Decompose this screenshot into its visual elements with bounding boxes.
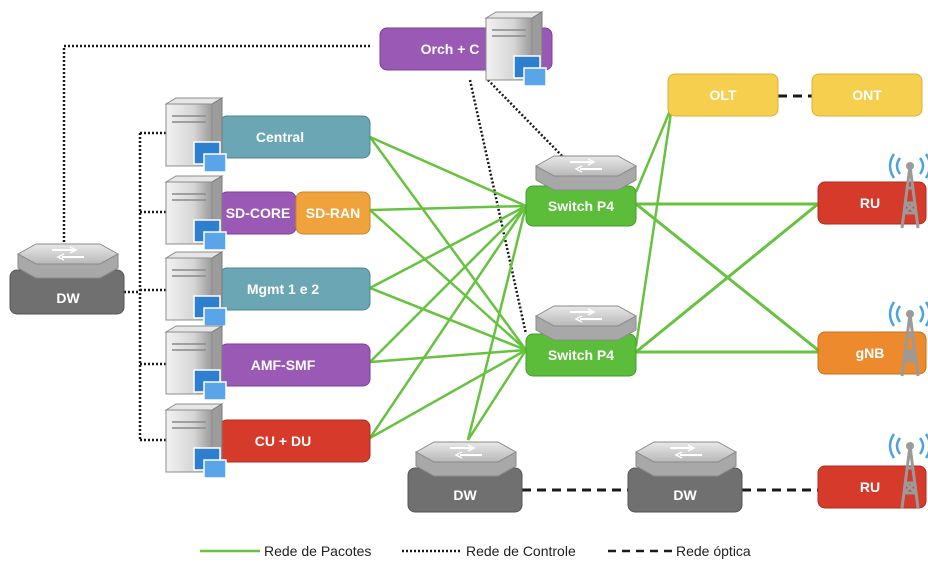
ru-bottom-label: RU — [860, 479, 880, 495]
ru-top-node[interactable]: RU — [817, 152, 928, 230]
server-icon — [165, 97, 227, 173]
mgmt-label: Mgmt 1 e 2 — [247, 281, 320, 297]
switch-top-label: Switch P4 — [548, 198, 614, 214]
packet-link — [369, 204, 527, 290]
dw-left-node[interactable]: DW — [9, 243, 125, 315]
packet-link — [369, 209, 527, 351]
control-link-orch-switch-bottom — [468, 79, 528, 335]
amf-smf-node[interactable]: AMF-SMF — [165, 325, 371, 401]
olt-node[interactable]: OLT — [667, 73, 779, 117]
packet-link — [466, 349, 528, 441]
cu-du-label: CU + DU — [255, 433, 311, 449]
legend-control-label: Rede de Controle — [466, 543, 576, 559]
sd-core-node[interactable]: SD-CORE — [165, 175, 297, 251]
switch-bottom-node[interactable]: Switch P4 — [525, 305, 637, 377]
switch-bottom-label: Switch P4 — [548, 347, 614, 363]
gnb-label: gNB — [856, 345, 885, 361]
dw-bottom1-label: DW — [453, 487, 477, 503]
packet-link — [368, 205, 528, 439]
packet-link — [634, 105, 674, 347]
packet-link — [369, 286, 527, 352]
legend-optical-label: Rede óptica — [676, 543, 751, 559]
server-icon — [165, 251, 227, 327]
switch-icon — [535, 155, 637, 191]
control-link-dw-orch — [62, 44, 372, 274]
server-icon — [165, 175, 227, 251]
amf-smf-label: AMF-SMF — [251, 357, 316, 373]
packet-link — [466, 205, 528, 441]
server-icon — [165, 403, 227, 479]
control-links — [62, 44, 567, 442]
server-icon — [165, 325, 227, 401]
packet-link — [369, 348, 527, 440]
central-label: Central — [256, 129, 304, 145]
dw-bottom2-label: DW — [673, 487, 697, 503]
sd-core-label: SD-CORE — [226, 205, 291, 221]
legend: Rede de Pacotes Rede de Controle Rede óp… — [200, 543, 751, 559]
ru-top-label: RU — [860, 195, 880, 211]
switch-icon — [535, 305, 637, 341]
packet-link — [369, 135, 527, 208]
dw-left-label: DW — [56, 290, 80, 306]
olt-label: OLT — [710, 87, 737, 103]
sd-ran-node[interactable]: SD-RAN — [295, 191, 371, 235]
switch-top-node[interactable]: Switch P4 — [525, 155, 637, 227]
central-node[interactable]: Central — [165, 97, 371, 173]
orch-node[interactable]: Orch + C — [379, 11, 553, 87]
packet-link — [369, 205, 527, 363]
legend-packet-label: Rede de Pacotes — [264, 543, 371, 559]
cu-du-node[interactable]: CU + DU — [165, 403, 371, 479]
packet-link — [635, 202, 819, 354]
mgmt-node[interactable]: Mgmt 1 e 2 — [165, 251, 371, 327]
ont-label: ONT — [852, 87, 882, 103]
switch-icon — [415, 441, 517, 477]
optical-links — [522, 94, 818, 492]
switch-icon — [17, 243, 119, 279]
packet-links — [368, 105, 819, 441]
switch-icon — [635, 441, 737, 477]
dw-bottom2-node[interactable]: DW — [627, 441, 743, 513]
packet-link — [369, 348, 527, 364]
gnb-node[interactable]: gNB — [817, 300, 928, 378]
packet-link — [634, 105, 674, 193]
ru-bottom-node[interactable]: RU — [817, 432, 928, 510]
ont-node[interactable]: ONT — [811, 73, 923, 117]
server-icon — [485, 11, 547, 87]
control-link-orch-switch-top — [487, 79, 567, 161]
orch-label: Orch + C — [421, 41, 480, 57]
sd-ran-label: SD-RAN — [306, 205, 360, 221]
dw-bottom1-node[interactable]: DW — [407, 441, 523, 513]
packet-link — [369, 204, 527, 212]
